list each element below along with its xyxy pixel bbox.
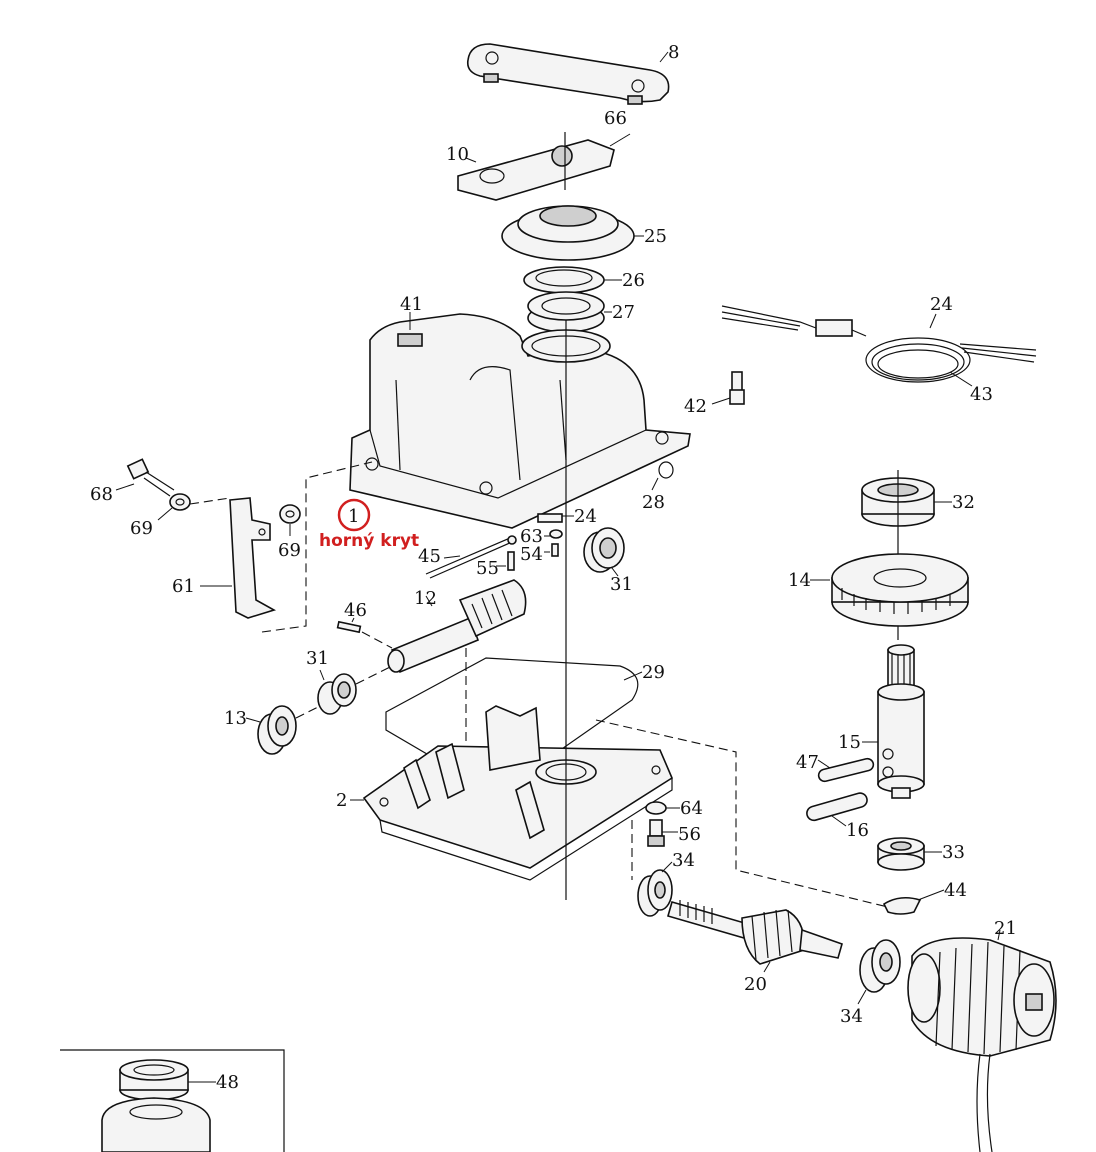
part-54-screw [551, 543, 559, 557]
part-69-nut-right [279, 504, 301, 524]
label-44: 44 [944, 880, 967, 901]
part-34-bearing-right [859, 939, 901, 993]
part-14-gear [831, 553, 969, 627]
label-66: 66 [604, 108, 627, 129]
part-12-worm-shaft [387, 579, 527, 674]
label-31-right: 31 [610, 574, 633, 595]
part-20-rotor [667, 900, 843, 965]
label-32: 32 [952, 492, 975, 513]
part-24-small [537, 513, 563, 523]
label-25: 25 [644, 226, 667, 247]
part-63-washer [549, 529, 563, 539]
label-45: 45 [418, 546, 441, 567]
part-33-bearing [877, 837, 925, 871]
label-41: 41 [400, 294, 423, 315]
part-47-pin [817, 757, 875, 783]
label-29: 29 [642, 662, 665, 683]
label-26: 26 [622, 270, 645, 291]
part-31-bearing-right [583, 527, 625, 573]
label-64: 64 [680, 798, 703, 819]
label-42: 42 [684, 396, 707, 417]
callout-upper-cover: 1 horný kryt [319, 498, 419, 551]
label-28: 28 [642, 492, 665, 513]
part-44-clip [882, 896, 922, 915]
part-56-bolt [647, 819, 665, 847]
label-63: 63 [520, 526, 543, 547]
label-69-left: 69 [130, 518, 153, 539]
label-14: 14 [788, 570, 811, 591]
part-64-washer [645, 801, 667, 815]
inset-box [60, 1049, 285, 1152]
label-2: 2 [336, 790, 347, 811]
part-24-cable [721, 305, 1037, 383]
part-10-plate [457, 132, 615, 201]
part-55-screw [507, 551, 515, 571]
part-31-bearing-left [317, 673, 357, 715]
label-13: 13 [224, 708, 247, 729]
callout-text: horný kryt [319, 531, 419, 551]
part-42-bolt [729, 371, 745, 405]
label-47: 47 [796, 752, 819, 773]
part-34-bearing-left [637, 869, 673, 917]
label-12: 12 [414, 588, 437, 609]
part-46-pin [336, 620, 362, 634]
callout-number: 1 [348, 506, 359, 527]
label-34-top: 34 [672, 850, 695, 871]
label-54: 54 [520, 544, 543, 565]
part-25-bearing-housing [501, 205, 635, 261]
part-2-base [362, 705, 674, 881]
part-69-nut-left [169, 493, 191, 511]
label-27: 27 [612, 302, 635, 323]
part-26-ring [523, 266, 605, 294]
label-16: 16 [846, 820, 869, 841]
label-34-bottom: 34 [840, 1006, 863, 1027]
label-46: 46 [344, 600, 367, 621]
label-61: 61 [172, 576, 195, 597]
label-33: 33 [942, 842, 965, 863]
label-69-right: 69 [278, 540, 301, 561]
part-68-screw [126, 458, 175, 497]
label-55: 55 [476, 558, 499, 579]
label-10: 10 [446, 144, 469, 165]
label-56: 56 [678, 824, 701, 845]
label-21: 21 [994, 918, 1017, 939]
label-15: 15 [838, 732, 861, 753]
part-45-wire [425, 535, 517, 579]
label-24-small: 24 [574, 506, 597, 527]
part-61-bracket [229, 497, 277, 619]
part-15-shaft [877, 644, 925, 799]
label-43: 43 [970, 384, 993, 405]
label-31-left: 31 [306, 648, 329, 669]
part-41-upper-housing [349, 313, 691, 529]
label-8: 8 [668, 42, 679, 63]
part-13-pinion [257, 705, 297, 755]
part-27-bearing [527, 291, 605, 333]
part-21-stator [907, 937, 1057, 1152]
part-28-o-ring [658, 461, 674, 479]
label-48: 48 [216, 1072, 239, 1093]
part-16-pin [806, 792, 868, 822]
label-20: 20 [744, 974, 767, 995]
part-8-top-bar [466, 43, 670, 105]
label-24-cable: 24 [930, 294, 953, 315]
label-68: 68 [90, 484, 113, 505]
